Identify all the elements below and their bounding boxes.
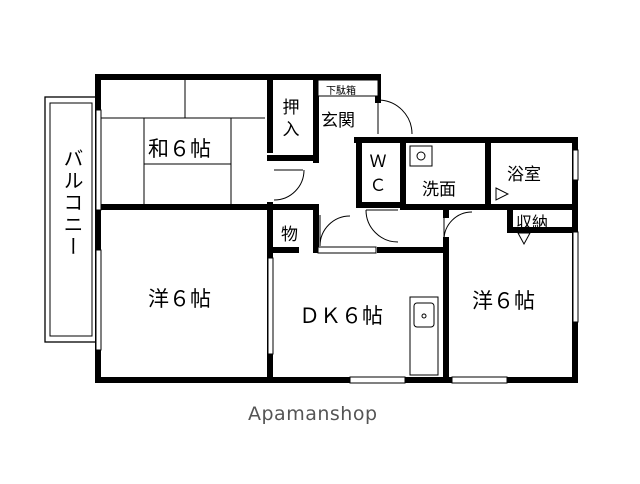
room-label-yoshitsu-left: 洋６帖 xyxy=(148,287,211,311)
room-label-genkan: 玄関 xyxy=(321,111,355,131)
tatami-lines xyxy=(101,80,265,205)
room-label-mono: 物 xyxy=(281,225,298,245)
balcony-inner xyxy=(49,102,93,337)
storage-door-mark xyxy=(517,232,531,246)
room-label-dk: ＤＫ６帖 xyxy=(299,304,383,328)
door-swings xyxy=(273,99,473,247)
washbasin xyxy=(409,145,510,201)
room-label-wc: ＷＣ xyxy=(369,152,387,196)
room-label-balcony: バルコニー xyxy=(60,148,84,258)
room-label-shuno: 収納 xyxy=(516,213,549,232)
room-label-oshiire: 押入 xyxy=(282,98,300,140)
room-label-yokushitsu: 浴室 xyxy=(507,165,541,185)
kitchen-sink xyxy=(409,296,439,376)
room-label-getabako: 下駄箱 xyxy=(326,86,356,97)
room-label-washitsu: 和６帖 xyxy=(148,137,211,161)
windows xyxy=(95,109,579,384)
room-label-senmen: 洗面 xyxy=(422,180,456,200)
room-label-yoshitsu-right: 洋６帖 xyxy=(472,289,535,313)
brand-logo-text: Apamanshop xyxy=(248,403,378,425)
getabako-box xyxy=(317,79,379,97)
